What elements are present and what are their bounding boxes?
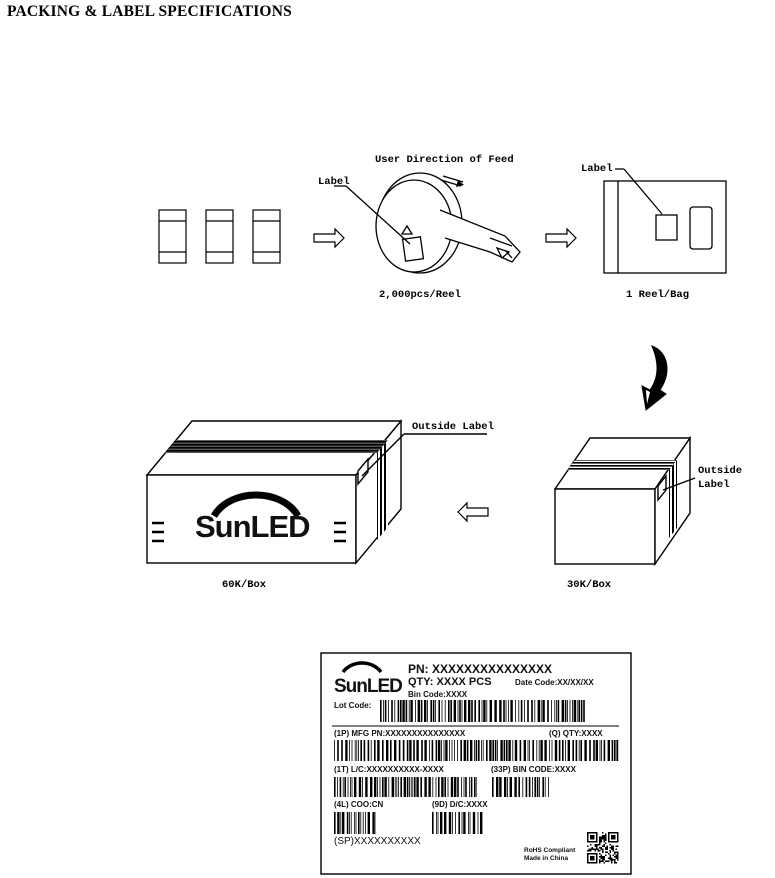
small-box-icon: [553, 435, 696, 567]
led-component: [252, 209, 281, 264]
bag-label-text: Label: [581, 163, 613, 175]
box-brand-logo: SunLED: [195, 509, 311, 544]
dc-barcode: [432, 812, 483, 834]
label-q-qty: (Q) QTY:XXXX: [549, 729, 603, 738]
label-rohs: RoHS Compliant: [524, 847, 576, 854]
big-box-caption: 60K/Box: [222, 579, 267, 591]
arrow-right-icon: [313, 227, 345, 249]
lot-code-barcode: [380, 700, 585, 722]
label-lot-code: Lot Code:: [334, 701, 372, 710]
small-box-outside-label-line1: Outside: [698, 465, 743, 477]
led-components: [158, 209, 281, 264]
big-box-outside-label-text: Outside Label: [412, 421, 494, 433]
label-made-in: Made in China: [524, 855, 569, 862]
led-component: [158, 209, 187, 264]
label-bin-code: Bin Code:XXXX: [408, 690, 468, 699]
reel-icon: [334, 172, 521, 274]
label-coo: (4L) COO:CN: [334, 800, 384, 809]
coo-barcode: [334, 812, 376, 834]
bin-code-barcode: [492, 777, 549, 797]
label-qty: QTY: XXXX PCS: [408, 676, 492, 688]
feed-arrow-icon: [456, 180, 464, 187]
page-title: PACKING & LABEL SPECIFICATIONS: [7, 3, 292, 20]
curved-arrow-icon: [641, 345, 668, 411]
label-sp: (SP)XXXXXXXXXX: [334, 836, 421, 847]
feed-direction-text: User Direction of Feed: [375, 154, 514, 166]
arrow-left-icon: [457, 501, 489, 523]
label-bin-code-33p: (33P) BIN CODE:XXXX: [491, 765, 576, 774]
reel-caption: 2,000pcs/Reel: [379, 289, 461, 301]
label-mfg-pn: (1P) MFG PN:XXXXXXXXXXXXXXX: [334, 729, 466, 738]
sample-label-border: [320, 652, 632, 875]
bag-caption: 1 Reel/Bag: [626, 289, 690, 301]
mfg-pn-barcode: [334, 740, 619, 761]
barcodes: [334, 700, 619, 834]
label-dc: (9D) D/C:XXXX: [432, 800, 488, 809]
label-date-code: Date Code:XX/XX/XX: [515, 678, 594, 687]
qr-code-icon: [587, 832, 619, 864]
arrow-right-icon: [545, 227, 577, 249]
label-brand-logo: SunLED: [334, 676, 403, 697]
small-box-outside-label-line2: Label: [698, 479, 730, 491]
led-component: [205, 209, 234, 264]
reel-label-text: Label: [318, 176, 350, 188]
small-box-caption: 30K/Box: [567, 579, 612, 591]
label-lc: (1T) L/C:XXXXXXXXXX-XXXX: [334, 765, 444, 774]
lc-barcode: [334, 777, 477, 797]
big-box-icon: [145, 419, 487, 565]
label-pn: PN: XXXXXXXXXXXXXXX: [408, 662, 553, 676]
bag-icon: [603, 168, 727, 274]
